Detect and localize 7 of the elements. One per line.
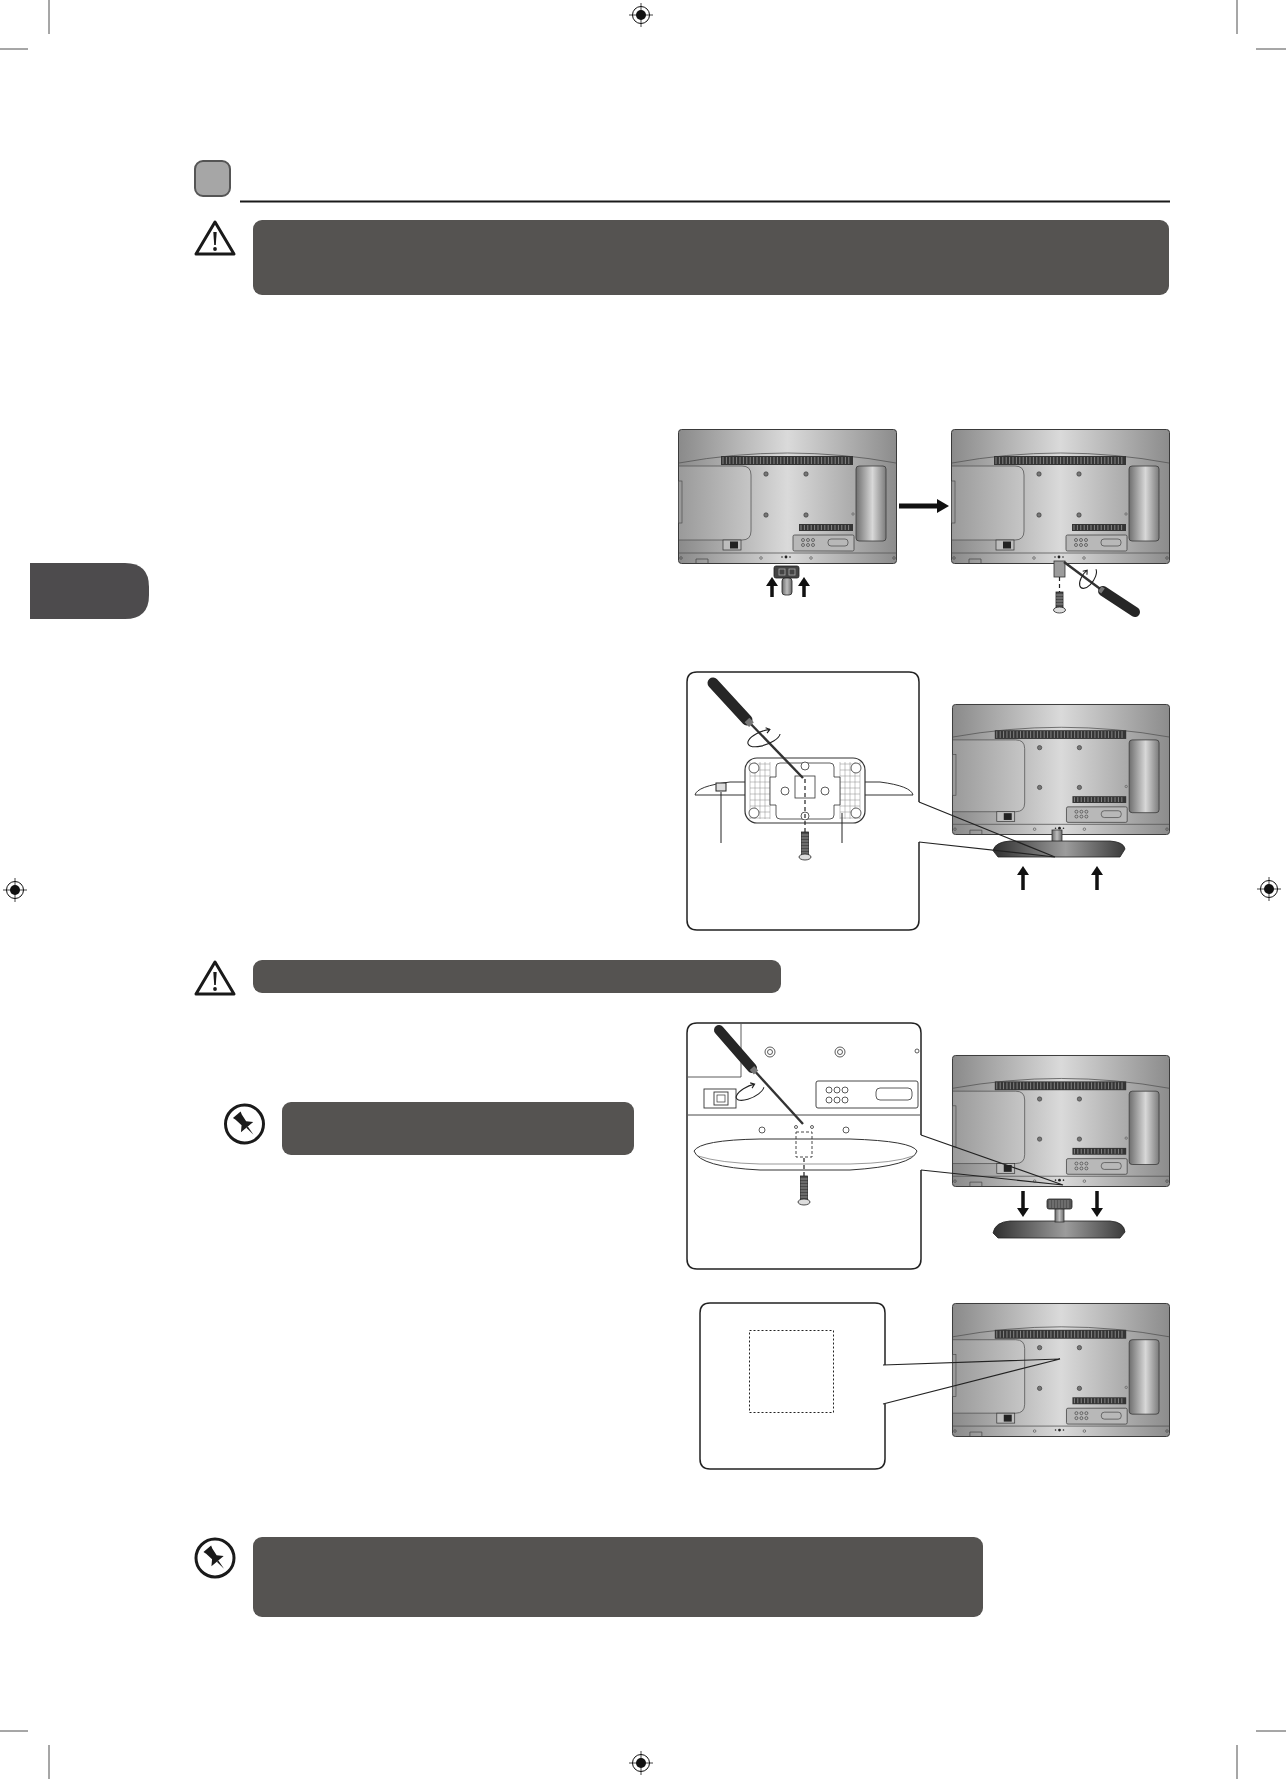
tv-back-drawing [678,429,897,598]
note-banner [253,220,1169,295]
note-banner [282,1102,634,1155]
arrow [899,499,949,513]
note-banner [253,1537,983,1617]
note-banner [253,960,781,993]
tv-back-screwdriver-drawing [951,429,1170,619]
